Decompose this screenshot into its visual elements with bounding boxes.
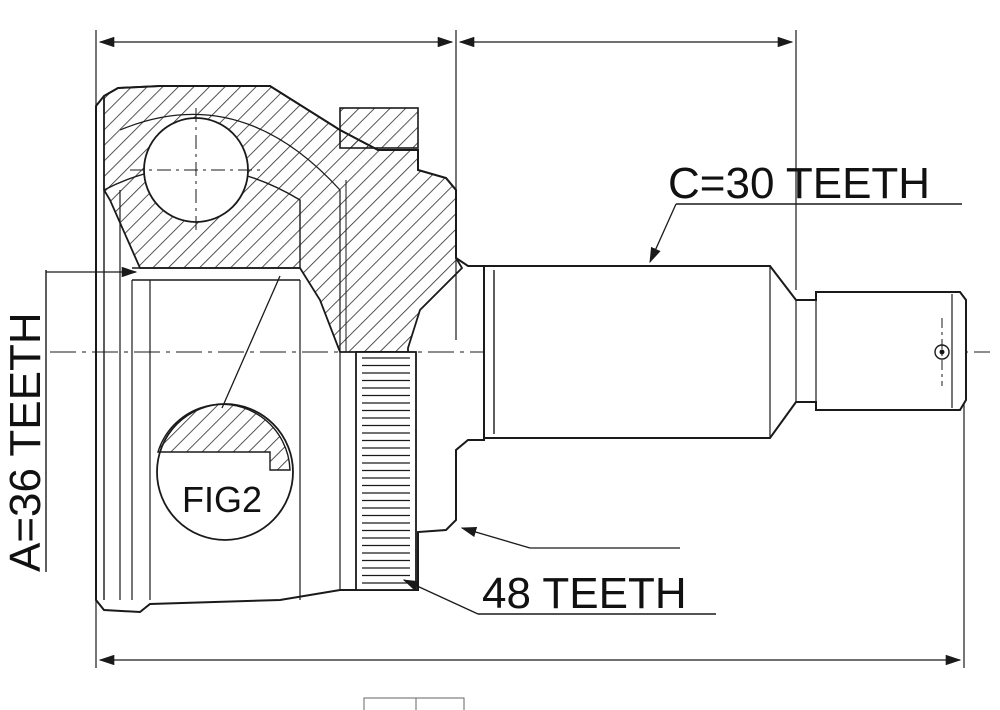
- c-teeth-label: C=30 TEETH: [668, 159, 930, 208]
- fig2-label: FIG2: [182, 479, 262, 520]
- abs-teeth-lines: [362, 357, 410, 584]
- stub-shaft: [483, 265, 967, 439]
- abs-tone-ring: [355, 351, 417, 591]
- abs-teeth-label: 48 TEETH: [482, 569, 687, 618]
- callout-c-teeth: C=30 TEETH: [649, 159, 962, 264]
- ball: [130, 108, 262, 232]
- logo-fragment: [363, 697, 465, 710]
- callout-a-teeth: A=36 TEETH: [1, 266, 138, 572]
- fig2-detail: FIG2: [156, 275, 294, 541]
- callout-abs-teeth: 48 TEETH: [402, 527, 716, 618]
- a-teeth-label: A=36 TEETH: [1, 312, 50, 572]
